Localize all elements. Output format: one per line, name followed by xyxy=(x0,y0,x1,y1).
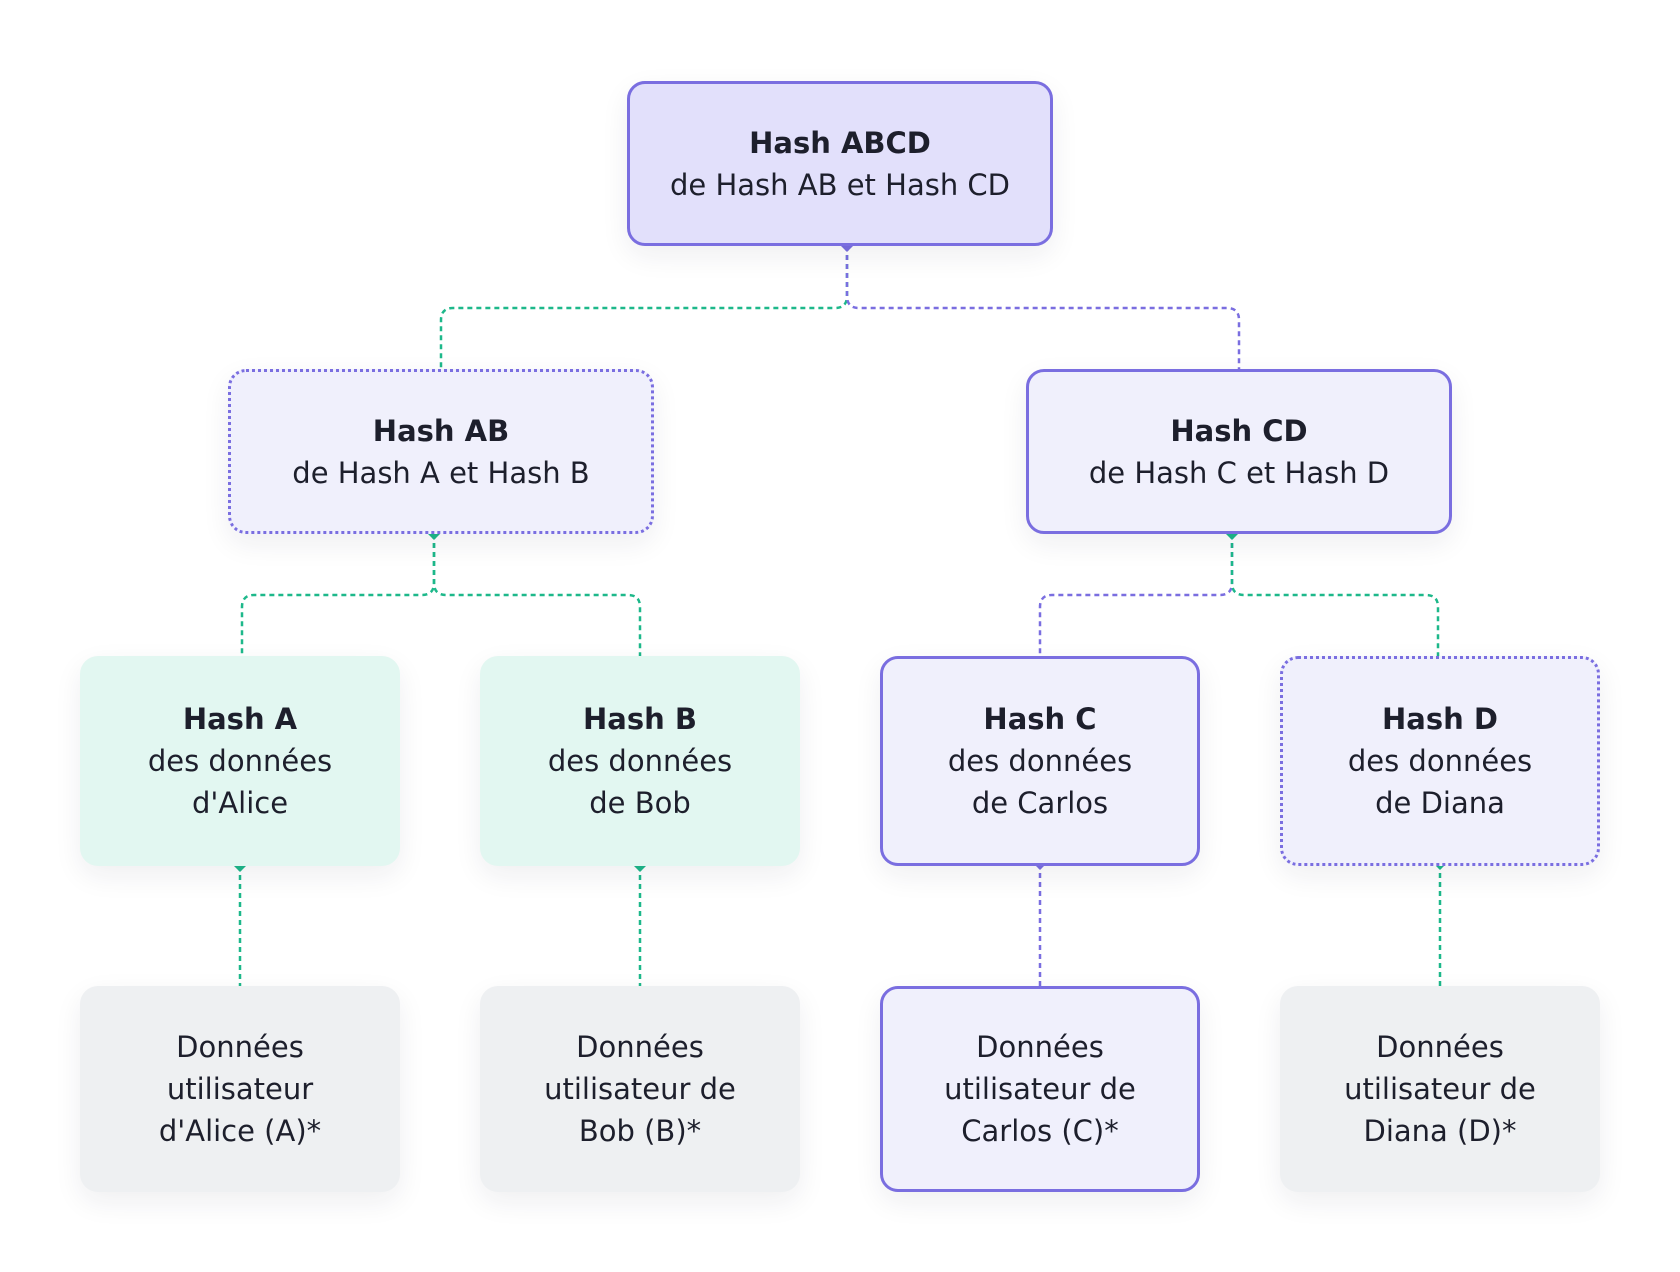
node-text: d'Alice (A)* xyxy=(158,1114,322,1148)
node-data-diana: Données utilisateur de Diana (D)* xyxy=(1280,986,1600,1192)
node-text: utilisateur de xyxy=(1344,1072,1536,1106)
node-title: Hash A xyxy=(182,702,298,736)
node-description: de Diana xyxy=(1375,786,1505,820)
node-hash-abcd: Hash ABCD de Hash AB et Hash CD xyxy=(627,81,1053,246)
node-text: utilisateur de xyxy=(544,1072,736,1106)
connector-ab-b xyxy=(432,534,642,656)
node-text: Diana (D)* xyxy=(1363,1114,1517,1148)
node-hash-b: Hash B des données de Bob xyxy=(480,656,800,866)
node-description: des données xyxy=(147,744,333,778)
node-title: Hash CD xyxy=(1170,413,1308,448)
node-description: d'Alice xyxy=(191,786,289,820)
node-description: de Hash AB et Hash CD xyxy=(670,167,1010,202)
node-title: Hash C xyxy=(983,702,1097,736)
node-title: Hash AB xyxy=(372,413,510,448)
node-hash-c: Hash C des données de Carlos xyxy=(880,656,1200,866)
node-text: Bob (B)* xyxy=(578,1114,702,1148)
node-text: Données xyxy=(1376,1030,1504,1064)
node-title: Hash ABCD xyxy=(749,125,931,160)
node-description: de Bob xyxy=(589,786,691,820)
node-data-alice: Données utilisateur d'Alice (A)* xyxy=(80,986,400,1192)
node-title: Hash B xyxy=(583,702,697,736)
node-description: de Hash C et Hash D xyxy=(1088,455,1390,490)
node-text: Carlos (C)* xyxy=(961,1114,1119,1148)
node-text: utilisateur de xyxy=(944,1072,1136,1106)
node-hash-ab: Hash AB de Hash A et Hash B xyxy=(228,369,654,534)
connector-ab-a xyxy=(240,534,436,656)
node-description: des données xyxy=(547,744,733,778)
node-data-carlos: Données utilisateur de Carlos (C)* xyxy=(880,986,1200,1192)
connector-cd-c xyxy=(1038,534,1234,657)
node-text: Données xyxy=(976,1030,1104,1064)
node-description: des données xyxy=(947,744,1133,778)
connector-root-ab xyxy=(439,246,849,369)
node-title: Hash D xyxy=(1382,702,1498,736)
connector-cd-d xyxy=(1230,534,1440,657)
node-description: des données xyxy=(1347,744,1533,778)
node-description: de Hash A et Hash B xyxy=(292,455,590,490)
node-description: de Carlos xyxy=(971,786,1109,820)
node-hash-d: Hash D des données de Diana xyxy=(1280,656,1600,866)
node-text: Données xyxy=(176,1030,304,1064)
node-data-bob: Données utilisateur de Bob (B)* xyxy=(480,986,800,1192)
node-text: Données xyxy=(576,1030,704,1064)
node-hash-a: Hash A des données d'Alice xyxy=(80,656,400,866)
node-text: utilisateur xyxy=(166,1072,314,1106)
connector-root-cd xyxy=(845,246,1241,369)
node-hash-cd: Hash CD de Hash C et Hash D xyxy=(1026,369,1452,534)
